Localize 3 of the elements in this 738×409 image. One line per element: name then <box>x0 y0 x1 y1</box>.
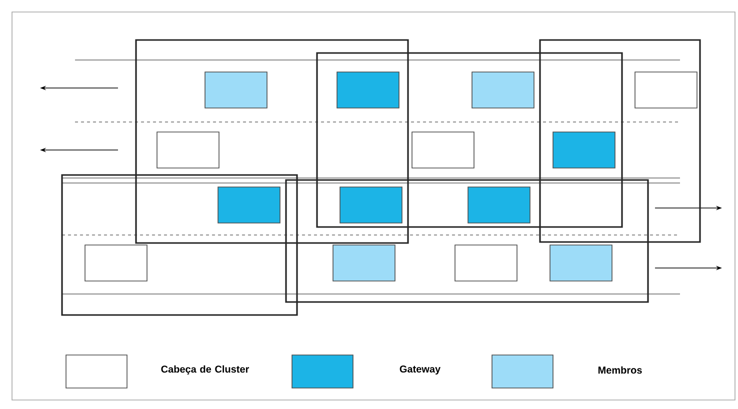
legend-label: Cabeça de Cluster <box>161 365 250 375</box>
legend-label: Membros <box>598 366 642 374</box>
legend-label: Gateway <box>400 365 440 375</box>
